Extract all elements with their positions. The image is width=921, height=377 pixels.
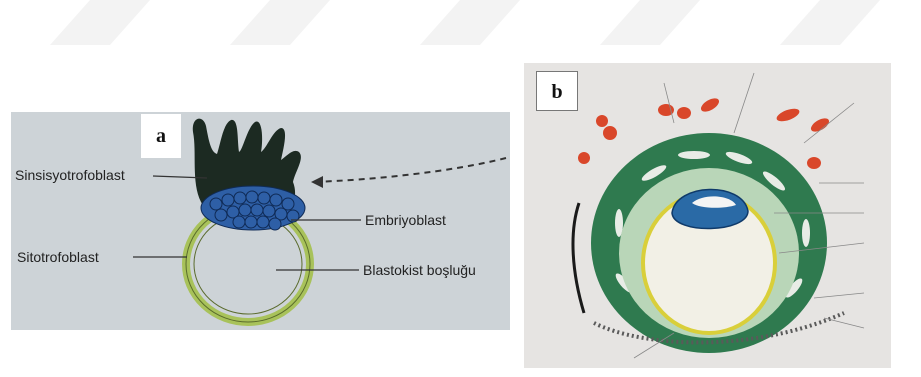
watermark-stripes — [0, 0, 921, 60]
label-embriyoblast: Embriyoblast — [365, 212, 446, 228]
panel-a-blastocyst-diagram: a Sinsisyotrofoblast Sitotrofoblast Embr… — [11, 112, 510, 330]
dashed-arrow — [313, 158, 506, 182]
implantation-illustration — [524, 63, 891, 368]
label-sitotrofoblast: Sitotrofoblast — [17, 249, 99, 265]
embryoblast-cluster — [201, 186, 305, 230]
label-sinsisyotrofoblast: Sinsisyotrofoblast — [15, 167, 125, 183]
label-blastokist-boslugu: Blastokist boşluğu — [363, 262, 476, 278]
panel-label-b: b — [536, 71, 578, 111]
panel-label-a: a — [141, 114, 181, 158]
uterine-epithelium — [573, 203, 584, 313]
panel-b-implantation-diagram: b — [524, 63, 891, 368]
